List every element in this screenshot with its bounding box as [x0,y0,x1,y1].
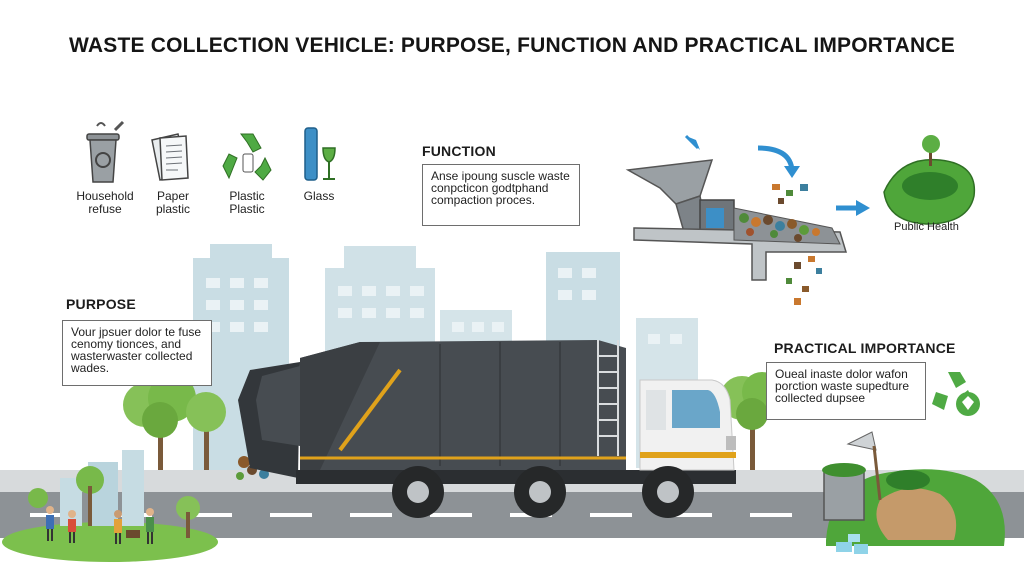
building [344,246,416,272]
waste-label-line: Household [76,189,134,203]
practical-text-line: collected dupsee [775,391,866,405]
waste-label-line: refuse [88,202,122,216]
recycle-icon-right [932,372,980,416]
waste-type-plastic: Plastic Plastic [212,122,282,216]
people [46,506,154,544]
trash-bin-icon [86,120,125,183]
building [210,244,272,264]
garbage-truck [236,340,736,518]
landfill-scene [822,431,1005,554]
waste-label-line: Glass [303,189,335,203]
function-text-line: Anse ipoung suscle waste [431,169,570,183]
wheels [392,466,694,518]
purpose-heading: PURPOSE [66,296,136,312]
paper-icon [151,133,189,181]
park-scene [2,450,218,562]
purpose-text-line: wasterwaster collected [71,349,193,363]
purpose-text-line: cenomy tionces, and [71,337,182,351]
waste-label-line: plastic [155,202,190,216]
public-health-label: Public Health [894,221,959,233]
waste-type-glass: Glass [284,122,354,203]
function-text-line: conpcticon godtphand [431,181,549,195]
waste-label-line: Plastic [229,202,265,216]
waste-type-household: Household refuse [70,120,140,216]
practical-importance-text-box: Oueal inaste dolor wafon porction waste … [766,362,926,420]
purpose-text-line: Vour jpsuer dolor te fuse [71,325,202,339]
practical-text-line: Oueal inaste dolor wafon [775,367,908,381]
function-text-line: compaction proces. [431,193,536,207]
public-health-icon [883,135,976,225]
waste-label-line: Paper [156,189,190,203]
compacted-waste [739,184,822,305]
purpose-text-line: wades. [71,361,110,375]
glass-icon [304,127,336,181]
function-text-box: Anse ipoung suscle waste conpcticon godt… [422,164,580,226]
purpose-text-box: Vour jpsuer dolor te fuse cenomy tionces… [62,320,212,386]
practical-text-line: porction waste supedture [775,379,910,393]
page-title: WASTE COLLECTION VEHICLE: PURPOSE, FUNCT… [69,34,955,57]
practical-importance-heading: PRACTICAL IMPORTANCE [774,340,956,356]
waste-label-line: Plastic [229,189,265,203]
function-heading: FUNCTION [422,143,496,159]
ladder [597,340,619,456]
recycle-icon [222,133,272,181]
compaction-diagram [625,134,870,305]
waste-type-paper: Paper plastic [138,122,208,216]
